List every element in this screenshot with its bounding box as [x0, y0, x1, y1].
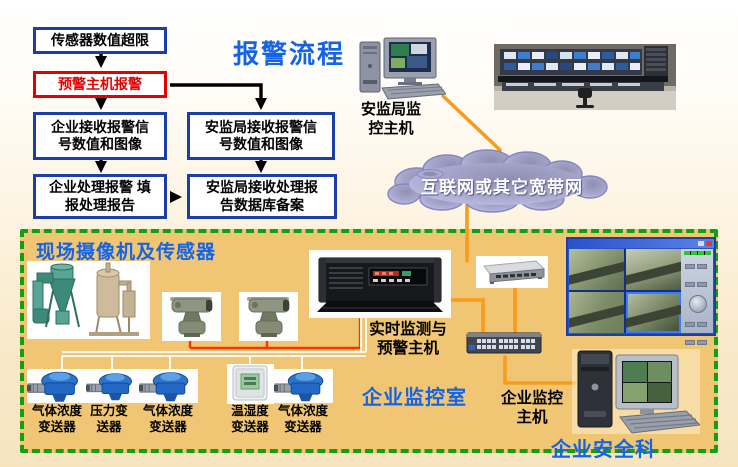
flow-box-bureau-archive: 安监局接收处理报 告数据库备案: [187, 174, 337, 219]
plant-equipment-photo: [27, 261, 150, 339]
sensor-label-pressure: 压力变 送器: [90, 404, 128, 435]
flow-box-label: 安监局接收处理报 告数据库备案: [206, 179, 318, 213]
surveillance-software-window: [566, 237, 716, 345]
enterprise-host-label: 企业监控 主机: [500, 390, 563, 427]
realtime-host-label: 实时监测与 预警主机: [369, 321, 447, 358]
sensor-label-temp-humidity: 温湿度 变送器: [231, 404, 269, 435]
temp-humidity-sensor-photo: [227, 364, 274, 404]
camera-pane-2: [626, 249, 681, 290]
flow-box-enterprise-receive: 企业接收报警信 号数值和图像: [33, 112, 167, 160]
ptz-camera-1-photo: [162, 292, 221, 341]
pressure-sensor-photo: [86, 369, 141, 403]
field-panel-title: 现场摄像机及传感器: [36, 242, 217, 263]
flow-box-sensor-over-limit: 传感器数值超限: [33, 27, 167, 54]
flow-box-label: 传感器数值超限: [51, 31, 149, 48]
monitor-room-label: 企业监控室: [362, 387, 467, 409]
flow-box-enterprise-handle: 企业处理报警 填 报处理报告: [33, 174, 167, 219]
camera-pane-3: [569, 292, 624, 333]
sensor-label-gas-2: 气体浓度 变送器: [142, 404, 193, 435]
gas-sensor-1-photo: [27, 369, 88, 403]
control-room-photo: [494, 44, 676, 110]
flow-box-label: 预警主机报警: [58, 75, 142, 92]
camera-pane-4-selected: [626, 292, 681, 333]
cloud-label: 互联网或其它宽带网: [421, 178, 583, 197]
flow-box-bureau-receive: 安监局接收报警信 号数值和图像: [187, 112, 335, 160]
modem-photo: [476, 256, 548, 288]
camera-pane-1: [569, 249, 624, 290]
flowchart-title: 报警流程: [233, 39, 346, 69]
flow-box-warning-host-alarm: 预警主机报警: [33, 71, 167, 98]
realtime-host-photo: [309, 250, 451, 318]
flow-box-label: 企业接收报警信 号数值和图像: [51, 118, 149, 152]
bureau-host-label: 安监局监 控主机: [360, 101, 421, 137]
minimize-icon: [698, 241, 704, 246]
internet-cloud: [387, 149, 608, 213]
surveillance-title-bar: [568, 239, 714, 248]
network-switch-photo: [466, 332, 542, 354]
flow-box-label: 安监局接收报警信 号数值和图像: [205, 118, 317, 152]
surveillance-control-panel: [681, 249, 713, 345]
ptz-camera-2-photo: [239, 292, 298, 341]
ptz-jog-dial: [688, 295, 707, 313]
enterprise-computer-image: [572, 349, 700, 434]
close-icon: [706, 241, 712, 246]
flow-box-label: 企业处理报警 填 报处理报告: [49, 179, 151, 213]
gas-sensor-3-photo: [274, 369, 333, 403]
camera-quad-view: [569, 249, 681, 333]
bureau-computer-image: [359, 37, 446, 100]
gas-sensor-2-photo: [139, 369, 198, 403]
status-led-row: [684, 251, 711, 255]
safety-dept-label: 企业安全科: [551, 439, 656, 461]
sensor-label-gas-1: 气体浓度 变送器: [31, 404, 82, 435]
sensor-label-gas-3: 气体浓度 变送器: [277, 404, 328, 435]
